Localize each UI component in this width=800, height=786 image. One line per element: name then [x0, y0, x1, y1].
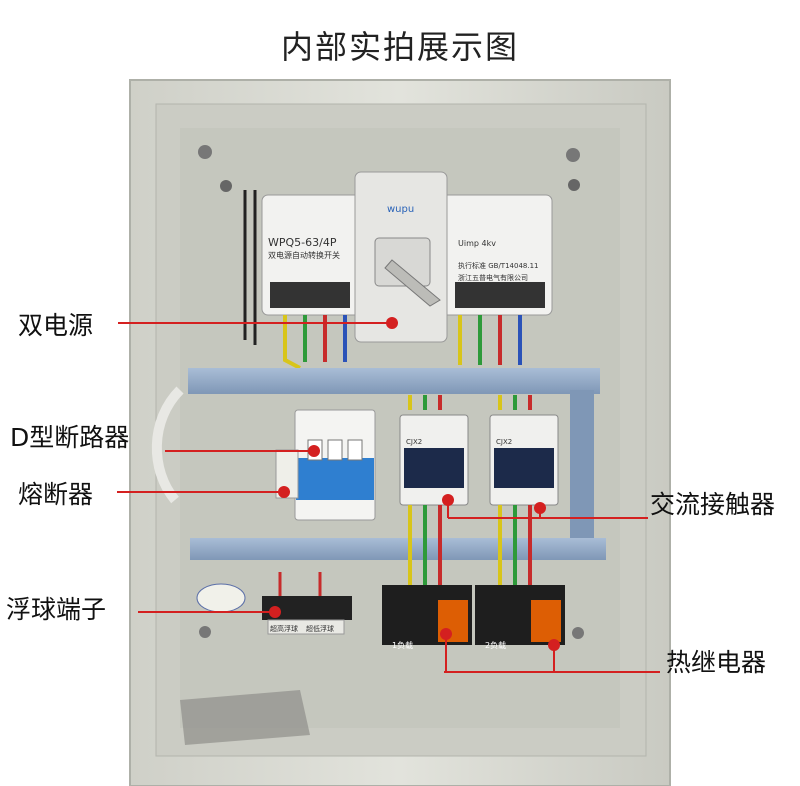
callout-contactor: 交流接触器 — [650, 490, 776, 519]
thermal-relay-1: 1负载 — [382, 585, 472, 650]
terminal-tag-2-text: 超低浮球 — [306, 624, 334, 633]
contactor-2: CJX2 — [489, 414, 559, 506]
d-breaker — [294, 409, 376, 521]
dot-relay-1 — [440, 628, 452, 640]
contactor-1: CJX2 — [399, 414, 469, 506]
contactor-2-model-text: CJX2 — [496, 438, 512, 446]
thermal-relay-2: 2负载 — [475, 585, 565, 650]
din-rail-bottom — [190, 538, 606, 560]
dot-relay-2 — [548, 639, 560, 651]
callout-fuse: 熔断器 — [18, 480, 94, 509]
ats-std-text: 执行标准 GB/T14048.11 — [458, 261, 539, 270]
relay-tag-1-text: 1负载 — [392, 640, 413, 650]
ats-switch: WPQ5-63/4P 双电源自动转换开关 wupu Uimp 4kv 执行标准 … — [261, 171, 553, 343]
ats-spec-text: Uimp 4kv — [458, 239, 496, 248]
ats-brand-text: wupu — [387, 204, 414, 215]
ats-maker-text: 浙江五普电气有限公司 — [458, 273, 528, 282]
callout-breaker: D型断路器 — [10, 423, 130, 452]
spare-parts-bag — [180, 690, 310, 745]
screw-top-left-2 — [220, 180, 232, 192]
brand-badge — [196, 583, 246, 613]
dot-fuse — [278, 486, 290, 498]
callout-dots — [269, 317, 560, 651]
screw-bottom-left — [199, 626, 211, 638]
contactor-wires — [408, 395, 532, 590]
screw-top-right-2 — [568, 179, 580, 191]
dot-contactor-2 — [534, 502, 546, 514]
dot-breaker — [308, 445, 320, 457]
rail-support — [570, 390, 594, 550]
contactor-1-model-text: CJX2 — [406, 438, 422, 446]
cable-bundle — [151, 386, 184, 504]
callout-float-terminal: 浮球端子 — [6, 595, 107, 624]
ats-name-text: 双电源自动转换开关 — [268, 250, 340, 260]
din-rail-top — [188, 368, 600, 394]
callout-thermal-relay: 热继电器 — [666, 648, 767, 677]
dot-float-terminal — [269, 606, 281, 618]
page-title: 内部实拍展示图 — [280, 28, 519, 66]
dot-dual-power — [386, 317, 398, 329]
terminal-tag-1-text: 超高浮球 — [270, 624, 298, 633]
screw-top-right — [566, 148, 580, 162]
dot-contactor-1 — [442, 494, 454, 506]
ats-model-text: WPQ5-63/4P — [268, 236, 337, 249]
relay-tag-2-text: 2负载 — [485, 640, 506, 650]
screw-top-left — [198, 145, 212, 159]
callout-dual-power: 双电源 — [18, 311, 94, 340]
screw-bottom-right — [572, 627, 584, 639]
